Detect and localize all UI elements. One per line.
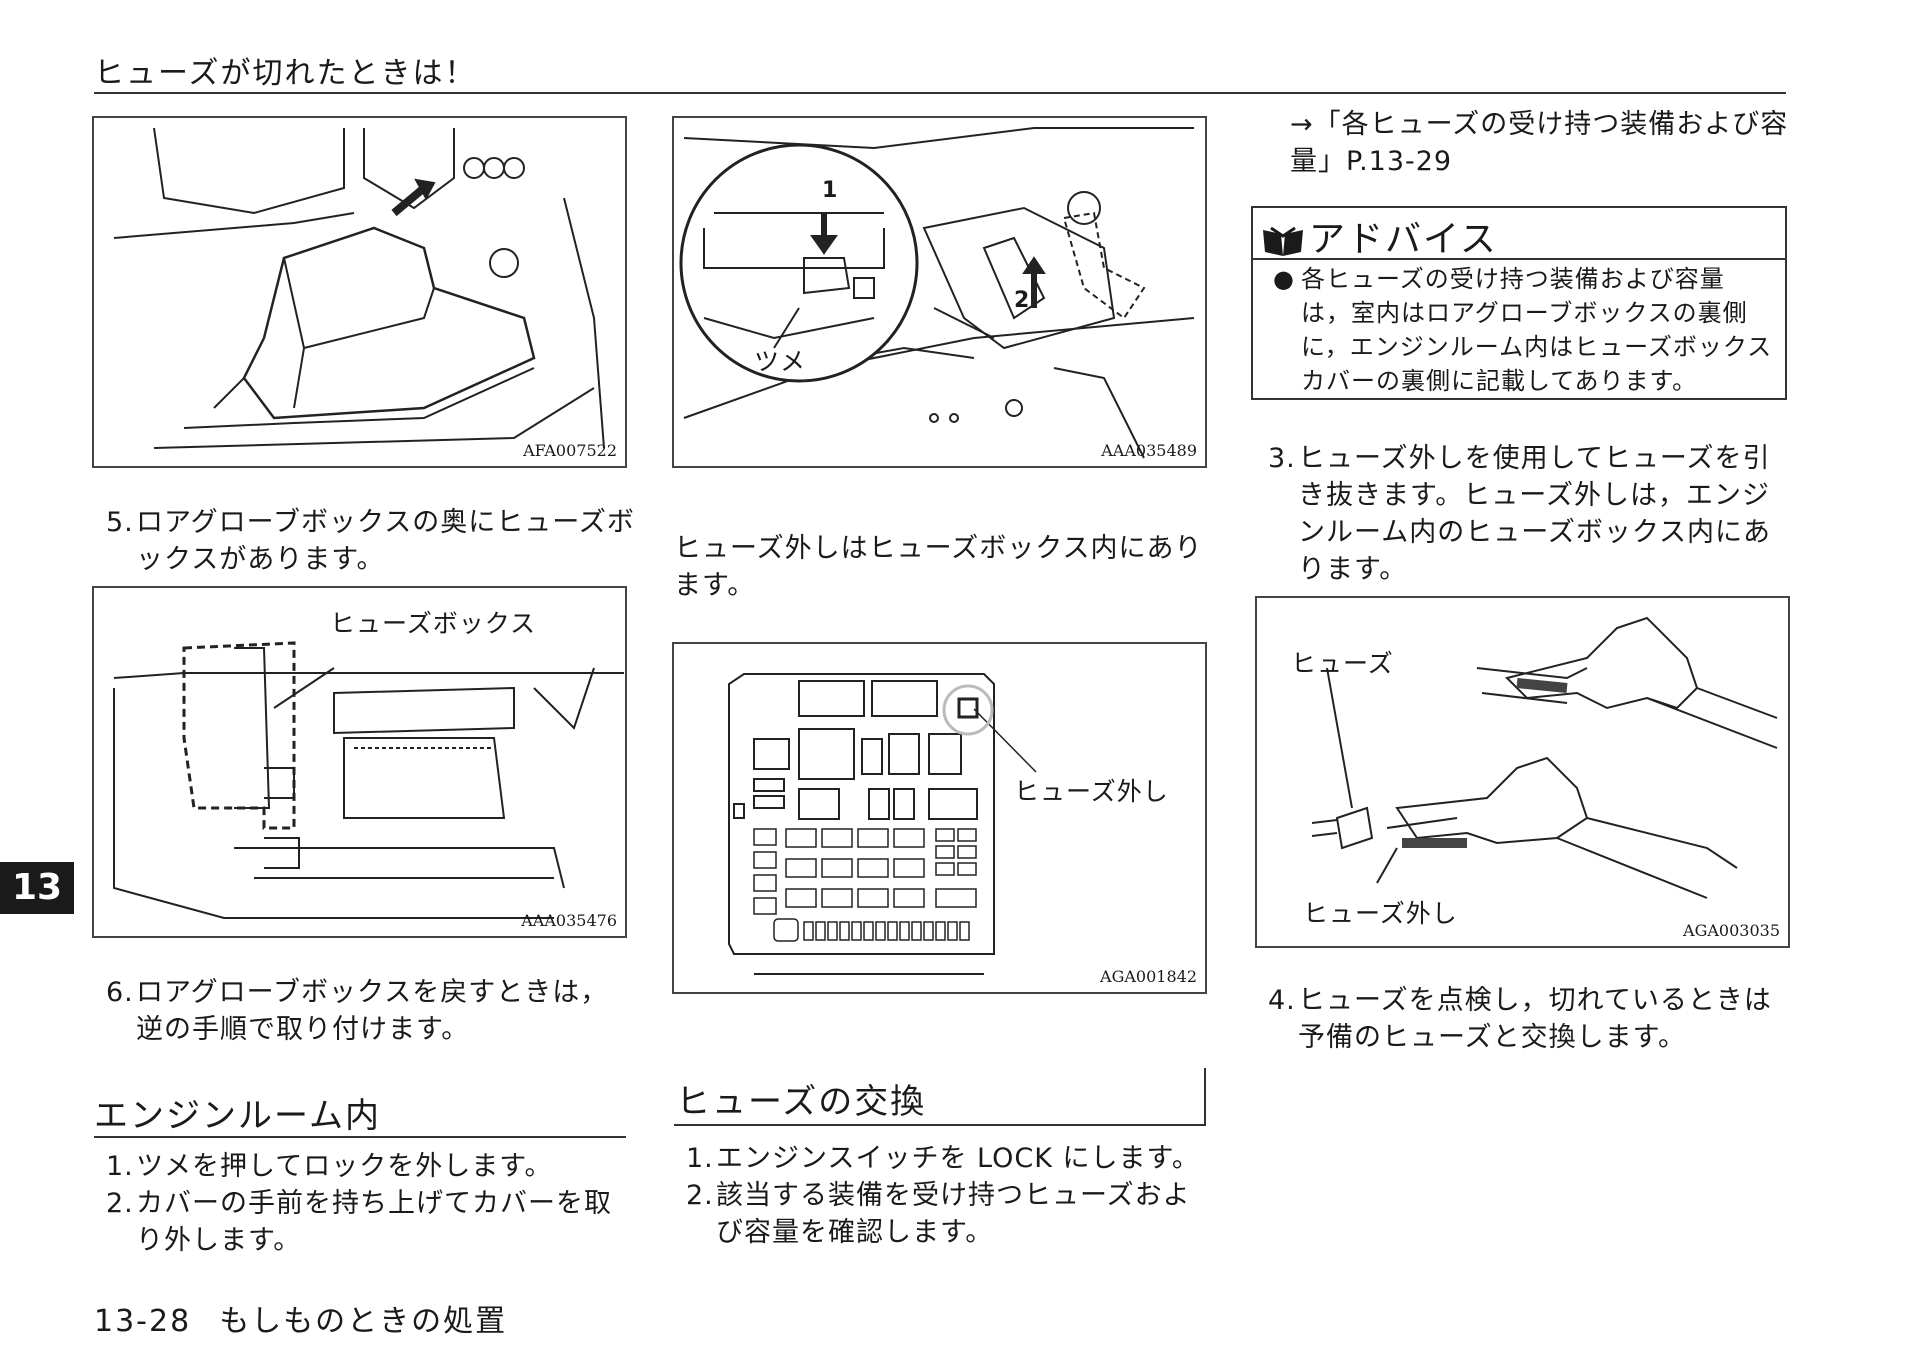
advice-title: アドバイス — [1261, 210, 1498, 260]
advice-body: ● 各ヒューズの受け持つ装備および容量は，室内はロアグローブボックスの裏側に，エ… — [1273, 262, 1773, 398]
advice-divider — [1253, 258, 1785, 260]
label-1: 1 — [822, 178, 839, 203]
step-text: 該当する装備を受け持つヒューズおよび容量を確認します。 — [716, 1180, 1191, 1248]
chapter-tab: 13 — [0, 862, 74, 914]
figure-code: AAA035489 — [1101, 441, 1197, 460]
figure-code: AGA001842 — [1100, 967, 1197, 986]
bullet-icon: ● — [1273, 265, 1295, 293]
step-number: 6. — [106, 977, 134, 1008]
figure-code: AAA035476 — [521, 911, 617, 930]
step-text: ロアグローブボックスの奥にヒューズボックスがあります。 — [136, 507, 635, 575]
replace-step-1: 1. エンジンスイッチを LOCK にします。 — [686, 1140, 1226, 1177]
section-title-fuse-replacement: ヒューズの交換 — [676, 1082, 927, 1122]
engine-step-2: 2. カバーの手前を持ち上げてカバーを取り外します。 — [106, 1185, 636, 1259]
section-rule — [674, 1124, 1206, 1126]
step-number: 1. — [686, 1143, 714, 1174]
figure-fusebox-location: ヒューズボックス AAA035476 — [92, 586, 627, 938]
figure-code: AGA003035 — [1683, 921, 1780, 940]
label-fusebox: ヒューズボックス — [330, 609, 537, 638]
section-rule — [94, 1136, 626, 1138]
reference-link[interactable]: →「各ヒューズの受け持つ装備および容量」P.13-29 — [1290, 109, 1789, 177]
page-header-title: ヒューズが切れたときは！ — [94, 56, 477, 91]
step-4: 4. ヒューズを点検し，切れているときは予備のヒューズと交換します。 — [1268, 982, 1794, 1056]
step-text: エンジンスイッチを LOCK にします。 — [716, 1143, 1200, 1174]
page-number: 13-28 — [94, 1304, 192, 1339]
engine-step-1: 1. ツメを押してロックを外します。 — [106, 1148, 636, 1185]
step-number: 2. — [686, 1180, 714, 1211]
step-text: ロアグローブボックスを戻すときは，逆の手順で取り付けます。 — [136, 977, 609, 1045]
figure-code: AFA007522 — [523, 441, 617, 460]
step-text: ヒューズを点検し，切れているときは予備のヒューズと交換します。 — [1298, 985, 1772, 1053]
book-icon — [1263, 226, 1303, 256]
step-number: 4. — [1268, 985, 1296, 1016]
label-fuse: ヒューズ — [1291, 649, 1394, 678]
step-number: 3. — [1268, 443, 1296, 474]
step-number: 2. — [106, 1188, 134, 1219]
figure-fuse-puller: ヒューズ ヒューズ外し AGA003035 — [1255, 596, 1790, 948]
label-fuse-puller: ヒューズ外し — [1014, 777, 1169, 806]
step-text: カバーの手前を持ち上げてカバーを取り外します。 — [136, 1188, 612, 1256]
label-puller: ヒューズ外し — [1303, 899, 1458, 928]
section-title-engine-room: エンジンルーム内 — [94, 1096, 381, 1136]
figure-engine-cover: 1 2 ツメ AAA035489 — [672, 116, 1207, 468]
step-3: 3. ヒューズ外しを使用してヒューズを引き抜きます。ヒューズ外しは，エンジンルー… — [1268, 440, 1794, 588]
puller-location-note: ヒューズ外しはヒューズボックス内にあります。 — [674, 533, 1203, 601]
advice-title-text: アドバイス — [1309, 219, 1498, 260]
advice-box: アドバイス ● 各ヒューズの受け持つ装備および容量は，室内はロアグローブボックス… — [1251, 206, 1787, 400]
step-5: 5. ロアグローブボックスの奥にヒューズボックスがあります。 — [106, 504, 636, 578]
label-claw: ツメ — [754, 347, 807, 376]
replace-step-2: 2. 該当する装備を受け持つヒューズおよび容量を確認します。 — [686, 1177, 1206, 1251]
step-6: 6. ロアグローブボックスを戻すときは，逆の手順で取り付けます。 — [106, 974, 636, 1048]
section-rule-vertical — [1204, 1068, 1206, 1124]
header-rule — [94, 92, 1786, 94]
label-2: 2 — [1014, 288, 1031, 313]
figure-fuse-panel: ヒューズ外し AGA001842 — [672, 642, 1207, 994]
step-number: 5. — [106, 507, 134, 538]
figure-glovebox: AFA007522 — [92, 116, 627, 468]
chapter-title: もしものときの処置 — [219, 1304, 508, 1339]
step-text: ヒューズ外しを使用してヒューズを引き抜きます。ヒューズ外しは，エンジンルーム内の… — [1298, 443, 1772, 585]
step-number: 1. — [106, 1151, 134, 1182]
advice-text: 各ヒューズの受け持つ装備および容量は，室内はロアグローブボックスの裏側に，エンジ… — [1301, 265, 1773, 395]
page-footer: 13-28 もしものときの処置 — [94, 1296, 507, 1340]
step-text: ツメを押してロックを外します。 — [136, 1151, 553, 1182]
